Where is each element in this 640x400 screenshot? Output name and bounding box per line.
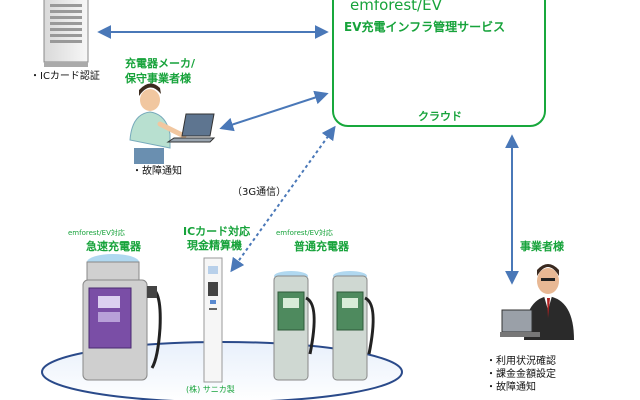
- maintenance-bullets: ・故障通知: [132, 165, 182, 178]
- operator-bullet: ・故障通知: [486, 382, 536, 393]
- fast-charger-title: 急速充電器: [86, 240, 141, 253]
- server-bullet: ・ICカード認証: [30, 71, 100, 82]
- ic-machine-title-line2: 現金精算機: [187, 239, 242, 252]
- operator-bullet: ・課金金額設定: [486, 369, 556, 380]
- cloud-title-en: emforest/EV: [350, 0, 442, 14]
- cloud-service-box: [332, 0, 546, 127]
- normal-charger-icon-1: [273, 271, 316, 381]
- ic-cash-machine-icon: [203, 257, 223, 383]
- normal-charger-icon-2: [332, 271, 375, 381]
- operator-person-icon: [500, 264, 574, 340]
- arrow-3g-link: [230, 125, 336, 273]
- operator-bullets: ・利用状況確認 ・課金金額設定 ・故障通知: [486, 355, 556, 394]
- network-label: （3G通信）: [232, 187, 287, 198]
- maintenance-person-icon: [129, 83, 216, 164]
- normal-charger-tag: emforest/EV対応: [276, 229, 333, 237]
- server-bullets: ・ICカード認証: [30, 70, 100, 83]
- fast-charger-icon: [82, 254, 162, 381]
- operator-title: 事業者様: [520, 240, 564, 253]
- ic-machine-title-line1: ICカード対応: [183, 225, 251, 238]
- ic-machine-maker: (株) サニカ製: [186, 385, 235, 394]
- maintenance-title-line2: 保守事業者様: [125, 72, 191, 85]
- fast-charger-tag: emforest/EV対応: [68, 229, 125, 237]
- operator-bullet: ・利用状況確認: [486, 356, 556, 367]
- arrow-maintenance-cloud: [219, 90, 329, 132]
- maintenance-bullet: ・故障通知: [132, 166, 182, 177]
- normal-charger-title: 普通充電器: [294, 240, 349, 253]
- cloud-title-ja: EV充電インフラ管理サービス: [344, 20, 506, 34]
- maintenance-title-line1: 充電器メーカ/: [125, 57, 196, 70]
- server-icon: [43, 0, 89, 67]
- cloud-label: クラウド: [418, 110, 462, 123]
